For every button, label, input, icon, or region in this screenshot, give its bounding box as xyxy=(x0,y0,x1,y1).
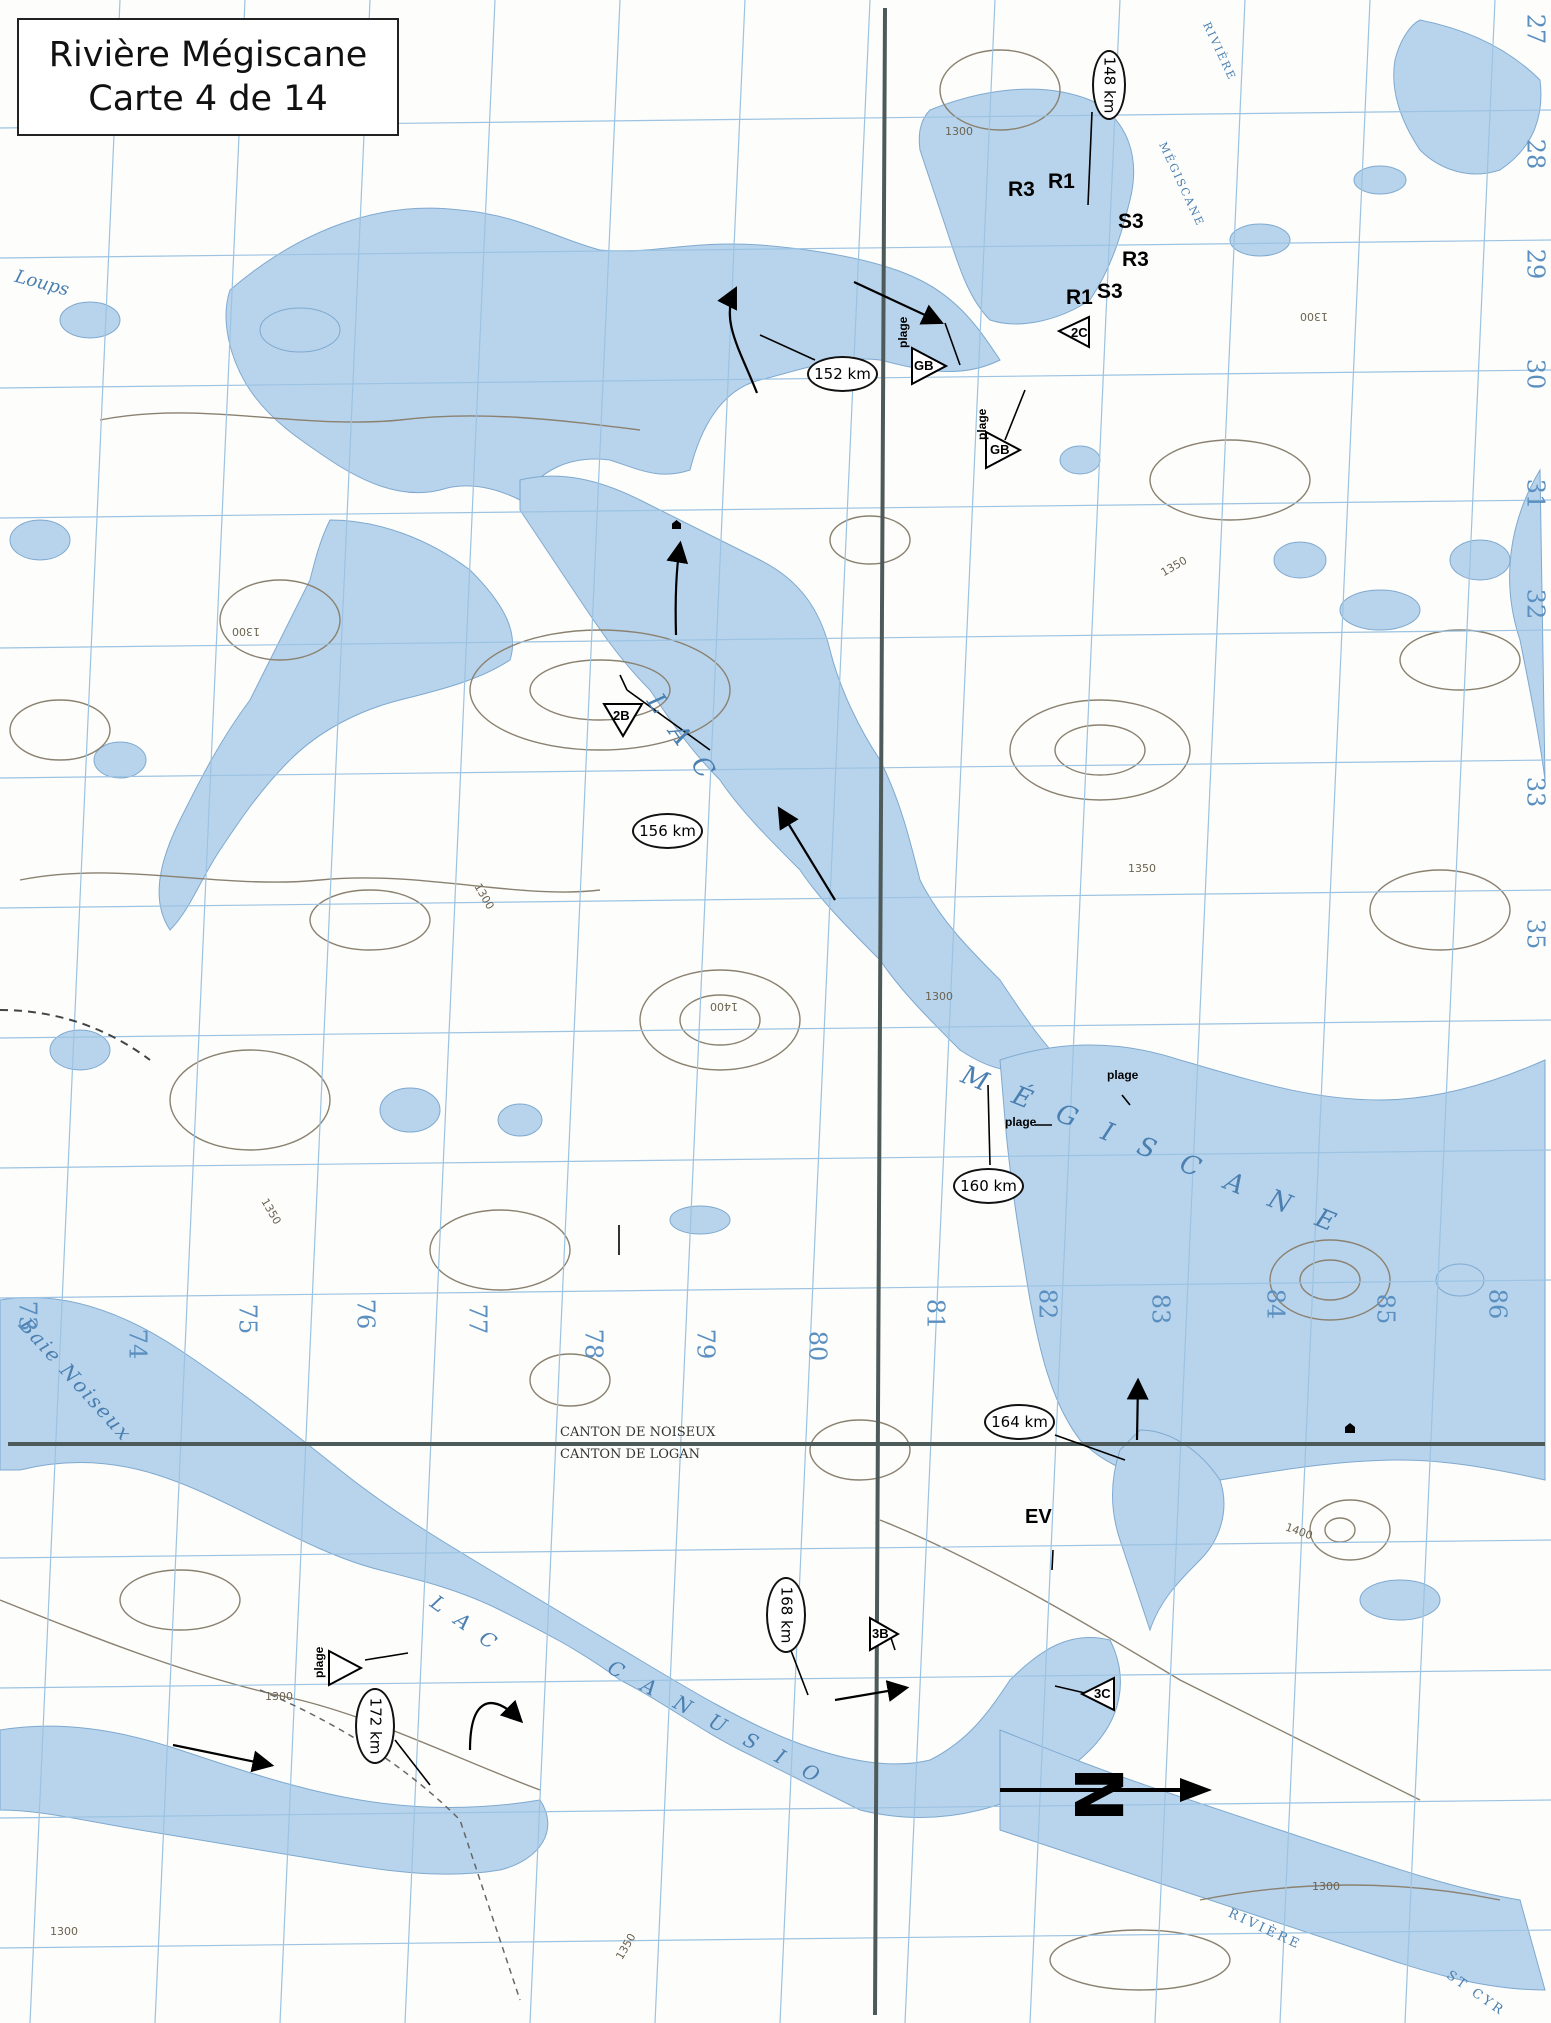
distance-marker-152: 152 km xyxy=(807,356,878,392)
distance-marker-172: 172 km xyxy=(355,1688,395,1764)
house-icon xyxy=(672,520,681,529)
rapid-label: R3 xyxy=(1008,178,1035,201)
contour-label: 1300 xyxy=(925,990,953,1003)
campsite-label: GB xyxy=(990,442,1010,457)
grid-number: 27 xyxy=(1521,13,1550,45)
grid-number: 33 xyxy=(1521,776,1550,808)
map-subtitle: Carte 4 de 14 xyxy=(88,79,328,119)
campsite-label: GB xyxy=(914,358,934,373)
rapid-label: R1 xyxy=(1048,170,1075,193)
trail-dashed xyxy=(0,1009,151,1061)
grid-number: 78 xyxy=(579,1328,608,1360)
contour-lines xyxy=(0,49,1521,1991)
route-arrow-icon xyxy=(172,281,1149,1773)
rapid-label: R1 xyxy=(1066,286,1093,309)
map-title-box: Rivière Mégiscane Carte 4 de 14 xyxy=(17,18,399,136)
township-boundaries xyxy=(8,7,1545,2016)
campsite-triangle-icon: 3C xyxy=(1078,1674,1118,1714)
contour-label: 1300 xyxy=(232,625,260,638)
grid-number: 30 xyxy=(1521,358,1550,390)
canton-label-noiseux: CANTON DE NOISEUX xyxy=(560,1425,716,1440)
contour-label: 1400 xyxy=(710,1000,738,1013)
beach-label: plage xyxy=(896,316,910,348)
grid-number: 85 xyxy=(1371,1293,1400,1325)
water-bodies xyxy=(0,19,1546,1991)
distance-marker-148: 148 km xyxy=(1092,50,1126,120)
grid-number: 79 xyxy=(691,1328,720,1360)
contour-label: 1300 xyxy=(265,1690,293,1703)
road-dashed xyxy=(259,1689,521,2001)
contour-label: 1300 xyxy=(945,125,973,138)
distance-marker-164: 164 km xyxy=(984,1404,1055,1440)
contour-label: 1350 xyxy=(1128,862,1156,875)
grid-number: 80 xyxy=(803,1330,832,1362)
grid-number: 83 xyxy=(1146,1293,1175,1325)
campsite-triangle-icon: 2B xyxy=(600,700,646,740)
campsite-label: 3C xyxy=(1094,1686,1111,1701)
distance-marker-156: 156 km xyxy=(632,813,703,849)
rapid-label: S3 xyxy=(1097,280,1123,303)
rapid-label: S3 xyxy=(1118,210,1144,233)
rapid-label: R3 xyxy=(1122,248,1149,271)
beach-label: plage xyxy=(312,1646,326,1678)
ev-label: EV xyxy=(1025,1506,1052,1528)
grid-number: 86 xyxy=(1483,1288,1512,1320)
canton-label-logan: CANTON DE LOGAN xyxy=(560,1447,701,1462)
grid-number: 73 xyxy=(13,1300,42,1332)
house-icon xyxy=(1345,1423,1355,1433)
campsite-label: 3B xyxy=(872,1626,889,1641)
campsite-triangle-icon xyxy=(325,1647,365,1689)
grid-number: 29 xyxy=(1521,248,1550,280)
map-title: Rivière Mégiscane xyxy=(48,35,368,75)
grid-number: 84 xyxy=(1261,1288,1290,1320)
leader-lines xyxy=(364,111,1131,1786)
grid-number: 74 xyxy=(123,1328,152,1360)
grid-number: 32 xyxy=(1521,588,1550,620)
campsite-label: 2B xyxy=(613,708,630,723)
beach-label: plage xyxy=(1107,1068,1139,1082)
grid-number: 35 xyxy=(1521,918,1550,950)
distance-marker-160: 160 km xyxy=(953,1168,1024,1204)
distance-marker-168: 168 km xyxy=(766,1577,806,1653)
contour-label: 1300 xyxy=(50,1925,78,1938)
campsite-triangle-icon: GB xyxy=(982,428,1024,472)
grid-number: 82 xyxy=(1033,1288,1062,1320)
beach-label: plage xyxy=(975,408,989,440)
beach-label: plage xyxy=(1005,1115,1037,1129)
campsite-triangle-icon: GB xyxy=(908,344,948,388)
grid-number: 28 xyxy=(1521,138,1550,170)
contour-label: 1300 xyxy=(1300,310,1328,323)
grid-number: 75 xyxy=(233,1303,262,1335)
campsite-triangle-icon: 3B xyxy=(866,1614,902,1654)
grid-number: 76 xyxy=(351,1298,380,1330)
campsite-triangle-icon: 2C xyxy=(1053,313,1093,353)
campsite-label: 2C xyxy=(1071,325,1088,340)
grid-number: 77 xyxy=(463,1303,492,1335)
grid-number: 31 xyxy=(1521,478,1550,510)
contour-label: 1300 xyxy=(1312,1880,1340,1893)
grid-number: 81 xyxy=(921,1298,950,1330)
north-arrow-icon: N xyxy=(1000,1767,1215,1822)
